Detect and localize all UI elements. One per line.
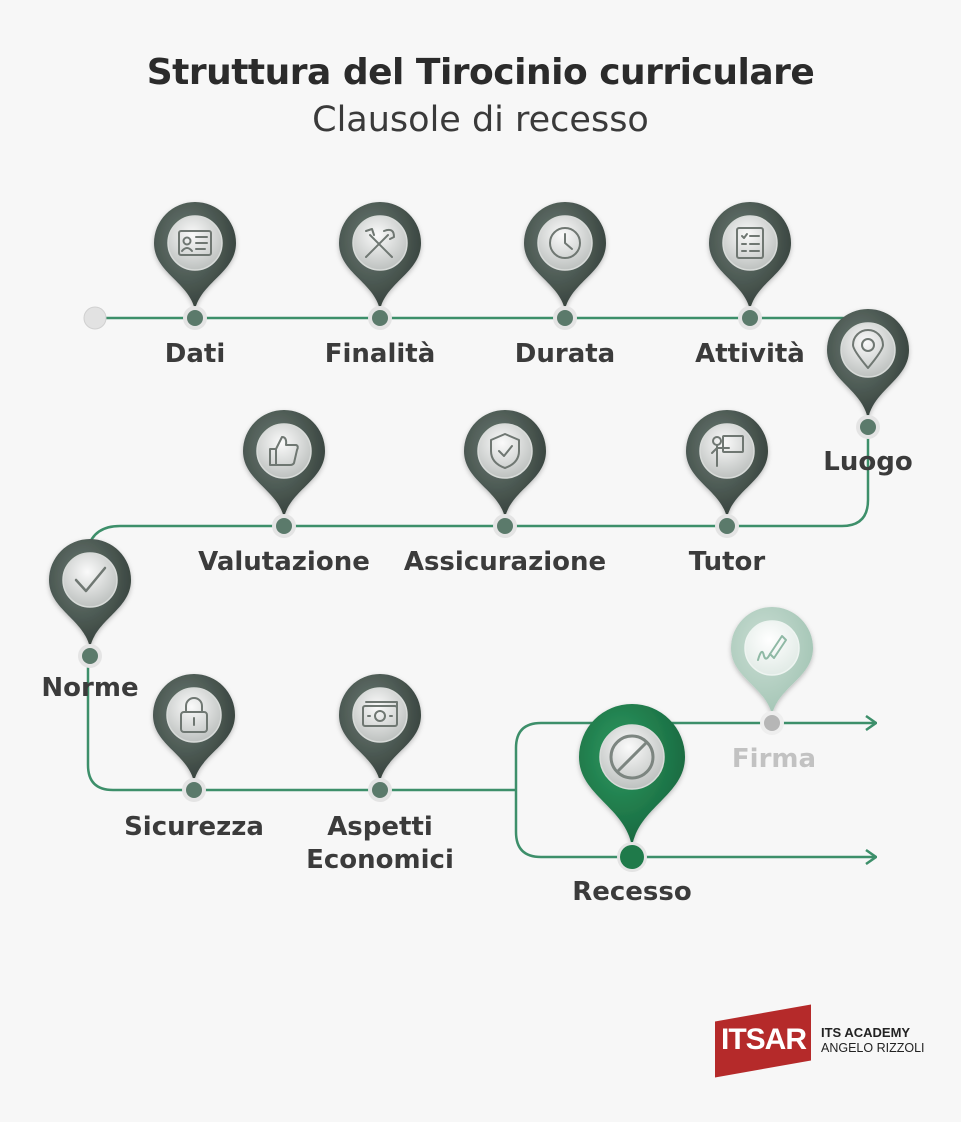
itsar-logo: ITSAR ITS ACADEMY ANGELO RIZZOLI bbox=[715, 1004, 925, 1078]
clock-icon bbox=[549, 227, 581, 259]
pin-recesso bbox=[579, 704, 685, 872]
tools-icon bbox=[365, 228, 395, 258]
pin-attivita bbox=[709, 202, 791, 330]
label-attivita: Attività bbox=[695, 339, 805, 369]
milestone-dot bbox=[719, 518, 735, 534]
thumbs-up-icon bbox=[269, 436, 299, 466]
pin-face bbox=[352, 687, 408, 743]
money-icon bbox=[362, 701, 398, 727]
milestone-dot bbox=[186, 782, 202, 798]
label-firma: Firma bbox=[732, 744, 816, 774]
label-finalita: Finalità bbox=[325, 339, 436, 369]
logo-line-1: ITS ACADEMY bbox=[821, 1025, 911, 1040]
milestone-dot bbox=[620, 845, 644, 869]
prohibited-icon bbox=[609, 734, 655, 780]
pin-face bbox=[166, 687, 222, 743]
pin-assicurazione bbox=[464, 410, 546, 538]
milestone-dot bbox=[497, 518, 513, 534]
page-subtitle: Clausole di recesso bbox=[312, 100, 649, 140]
timeline-path bbox=[86, 316, 876, 857]
pin-aspetti-economici bbox=[339, 674, 421, 802]
pin-face bbox=[744, 620, 800, 676]
pin-tutor bbox=[686, 410, 768, 538]
pin-valutazione bbox=[243, 410, 325, 538]
checkmark-icon bbox=[74, 566, 107, 593]
timeline-start-dot bbox=[83, 306, 107, 330]
page-title: Struttura del Tirocinio curriculare bbox=[146, 52, 815, 93]
milestone-dot bbox=[372, 782, 388, 798]
label-durata: Durata bbox=[515, 339, 615, 369]
label-valutazione: Valutazione bbox=[198, 547, 370, 577]
checklist-icon bbox=[736, 227, 764, 259]
milestone-dot bbox=[557, 310, 573, 326]
label-luogo: Luogo bbox=[823, 447, 912, 477]
milestone-dot bbox=[187, 310, 203, 326]
pin-durata bbox=[524, 202, 606, 330]
milestone-dot bbox=[372, 310, 388, 326]
logo-line-2: ANGELO RIZZOLI bbox=[821, 1041, 925, 1055]
pin-dati bbox=[154, 202, 236, 330]
padlock-icon bbox=[180, 697, 208, 733]
pen-signature-icon bbox=[757, 635, 787, 661]
pin-firma bbox=[731, 607, 813, 735]
label-sicurezza: Sicurezza bbox=[124, 812, 264, 842]
pin-face bbox=[62, 552, 118, 608]
milestone-dot bbox=[764, 715, 780, 731]
logo-mark: ITSAR bbox=[721, 1023, 807, 1056]
milestone-dot bbox=[860, 419, 876, 435]
label-dati: Dati bbox=[165, 339, 225, 369]
milestone-dot bbox=[276, 518, 292, 534]
label-tutor: Tutor bbox=[689, 547, 766, 577]
label-recesso: Recesso bbox=[572, 877, 692, 907]
teacher-board-icon bbox=[711, 435, 744, 467]
milestone-pins bbox=[48, 202, 909, 872]
pin-sicurezza bbox=[153, 674, 235, 802]
milestone-dot bbox=[742, 310, 758, 326]
pin-face bbox=[256, 423, 312, 479]
milestone-labels: Dati Finalità Durata Attività Luogo Tuto… bbox=[41, 339, 912, 907]
pin-face bbox=[477, 423, 533, 479]
shield-check-icon bbox=[490, 433, 520, 469]
pin-luogo bbox=[827, 309, 909, 439]
pin-norme bbox=[48, 538, 131, 668]
milestone-dot bbox=[82, 648, 98, 664]
location-pin-icon bbox=[852, 329, 884, 369]
label-assicurazione: Assicurazione bbox=[404, 547, 606, 577]
label-norme: Norme bbox=[41, 673, 138, 703]
id-card-icon bbox=[178, 230, 212, 256]
pin-finalita bbox=[339, 202, 421, 330]
